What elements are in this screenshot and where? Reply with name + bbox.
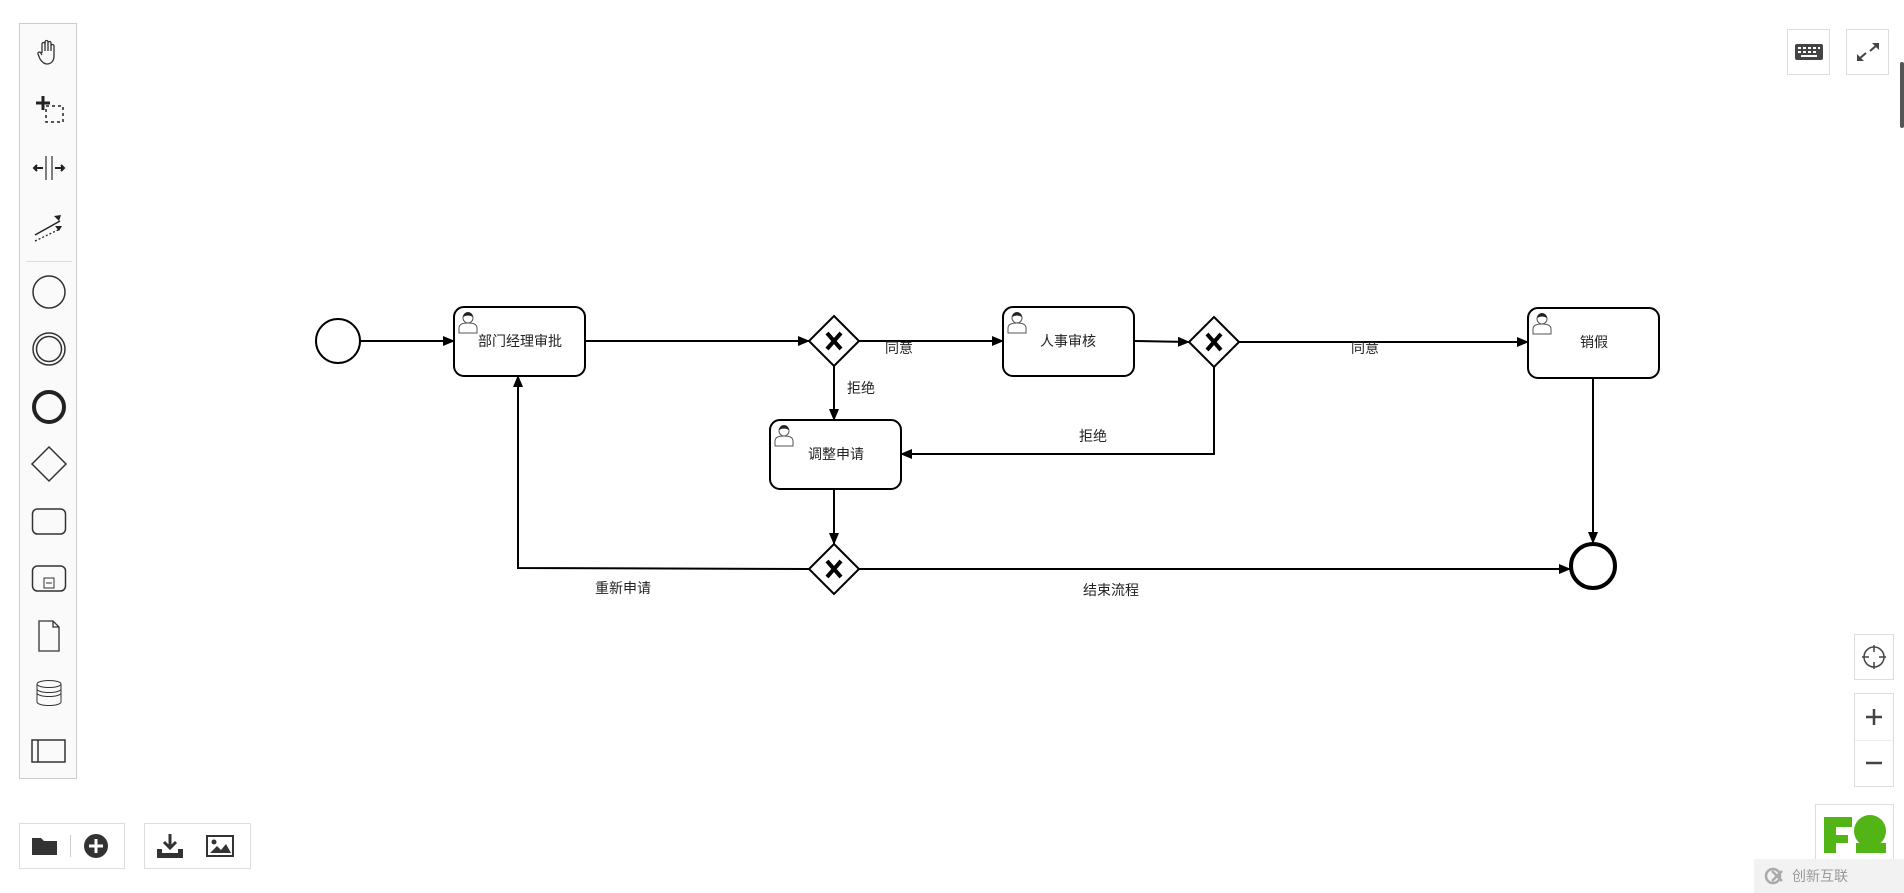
side-panel-toggle[interactable] [1900,62,1904,128]
task-cancel-leave[interactable]: 销假 [1527,307,1660,379]
end-event-icon[interactable] [20,383,78,431]
export-toolbar [144,823,251,869]
expand-icon [1856,43,1879,61]
end-event[interactable] [1569,542,1617,590]
pool-icon[interactable] [20,727,78,775]
fullscreen-button[interactable] [1846,29,1889,75]
exclusive-gateway-3[interactable] [807,542,861,596]
start-event[interactable] [315,318,361,364]
flow-label: 重新申请 [595,581,651,597]
flow-label: 同意 [1351,340,1379,357]
start-event-icon[interactable] [20,268,78,316]
flow-label: 拒绝 [847,381,875,397]
zoom-controls [1854,693,1894,787]
tool-palette [19,23,77,779]
user-icon [774,425,794,447]
subprocess-icon[interactable] [20,555,78,603]
task-label: 人事审核 [1040,334,1096,350]
plus-icon [1866,708,1882,725]
toolbar-divider [70,835,71,857]
data-store-icon[interactable] [20,669,78,717]
intermediate-event-icon[interactable] [20,325,78,373]
download-icon [157,834,183,858]
data-object-icon[interactable] [20,612,78,660]
powered-by-logo[interactable] [1815,804,1894,864]
user-icon [1007,312,1027,334]
zoom-out-button[interactable] [1855,741,1893,787]
download-image-button[interactable] [195,824,245,868]
palette-divider [26,261,72,262]
task-label: 销假 [1580,335,1608,351]
task-label: 调整申请 [808,447,864,463]
new-diagram-button[interactable] [71,824,121,868]
flow-reject2 [900,367,1215,459]
image-icon [206,835,234,857]
task-hr-review[interactable]: 人事审核 [1002,306,1135,377]
flow-label: 拒绝 [1079,429,1107,445]
keyboard-shortcuts-button[interactable] [1787,29,1830,75]
user-icon [1532,313,1552,335]
flow-label: 同意 [885,340,913,357]
flow-reapply [513,375,810,570]
connect-tool-icon[interactable] [20,202,78,250]
gateway-icon[interactable] [20,440,78,488]
user-icon [458,312,478,334]
task-manager-approve[interactable]: 部门经理审批 [453,306,586,377]
task-icon[interactable] [20,498,78,546]
space-tool-icon[interactable] [20,144,78,192]
watermark: 创新互联 [1754,859,1904,893]
reset-view-button[interactable] [1854,634,1894,680]
exclusive-gateway-2[interactable] [1187,315,1241,369]
lasso-tool-icon[interactable] [20,86,78,134]
download-bpmn-button[interactable] [145,824,195,868]
watermark-logo-icon [1764,867,1783,885]
plus-circle-icon [84,834,108,858]
flow-label: 结束流程 [1083,583,1139,599]
minus-icon [1866,762,1882,765]
watermark-text: 创新互联 [1792,869,1848,885]
task-adjust-request[interactable]: 调整申请 [769,419,902,490]
zoom-in-button[interactable] [1855,694,1893,741]
hand-tool-icon[interactable] [20,28,78,76]
keyboard-icon [1794,44,1823,60]
folder-icon [32,838,57,855]
task-label: 部门经理审批 [478,334,562,350]
flow-hr-to-gw2 [1133,336,1190,347]
file-toolbar [19,823,125,869]
logo-icon [1823,815,1886,853]
exclusive-gateway-1[interactable] [807,314,861,368]
open-file-button[interactable] [20,824,70,868]
crosshair-icon [1862,645,1886,669]
